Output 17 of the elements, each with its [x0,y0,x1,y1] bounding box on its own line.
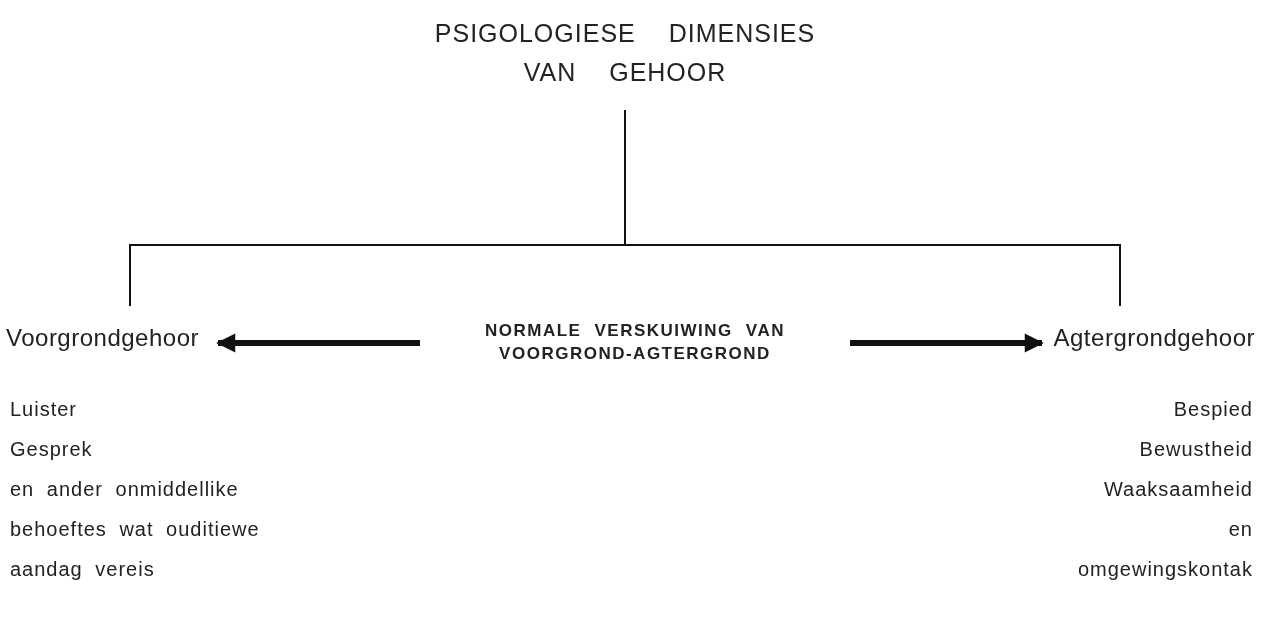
list-item: aandag vereis [10,558,155,581]
category-label: Agtergrondgehoor [1052,323,1255,353]
heading-text: PSIGOLOGIESE DIMENSIES VAN GEHOOR [433,18,817,88]
list-item: en ander onmiddellike [10,478,239,501]
list-item: Bewustheid [1139,438,1253,461]
category-label: Voorgrondgehoor [6,323,200,353]
list-item: omgewingskontak [1077,558,1253,581]
arrow [850,333,1044,353]
list-item: Luister [10,398,78,421]
list-item: Bespied [1173,398,1253,421]
list-item: Gesprek [10,438,93,461]
connector-line [624,109,1121,307]
shift-label: NORMALE VERSKUIWING VAN VOORGROND-AGTERGROND [484,320,786,365]
list-item: en [1228,518,1253,541]
arrow [216,333,420,353]
list-item: Waaksaamheid [1103,478,1253,501]
list-item: behoeftes wat ouditiewe [10,518,260,541]
